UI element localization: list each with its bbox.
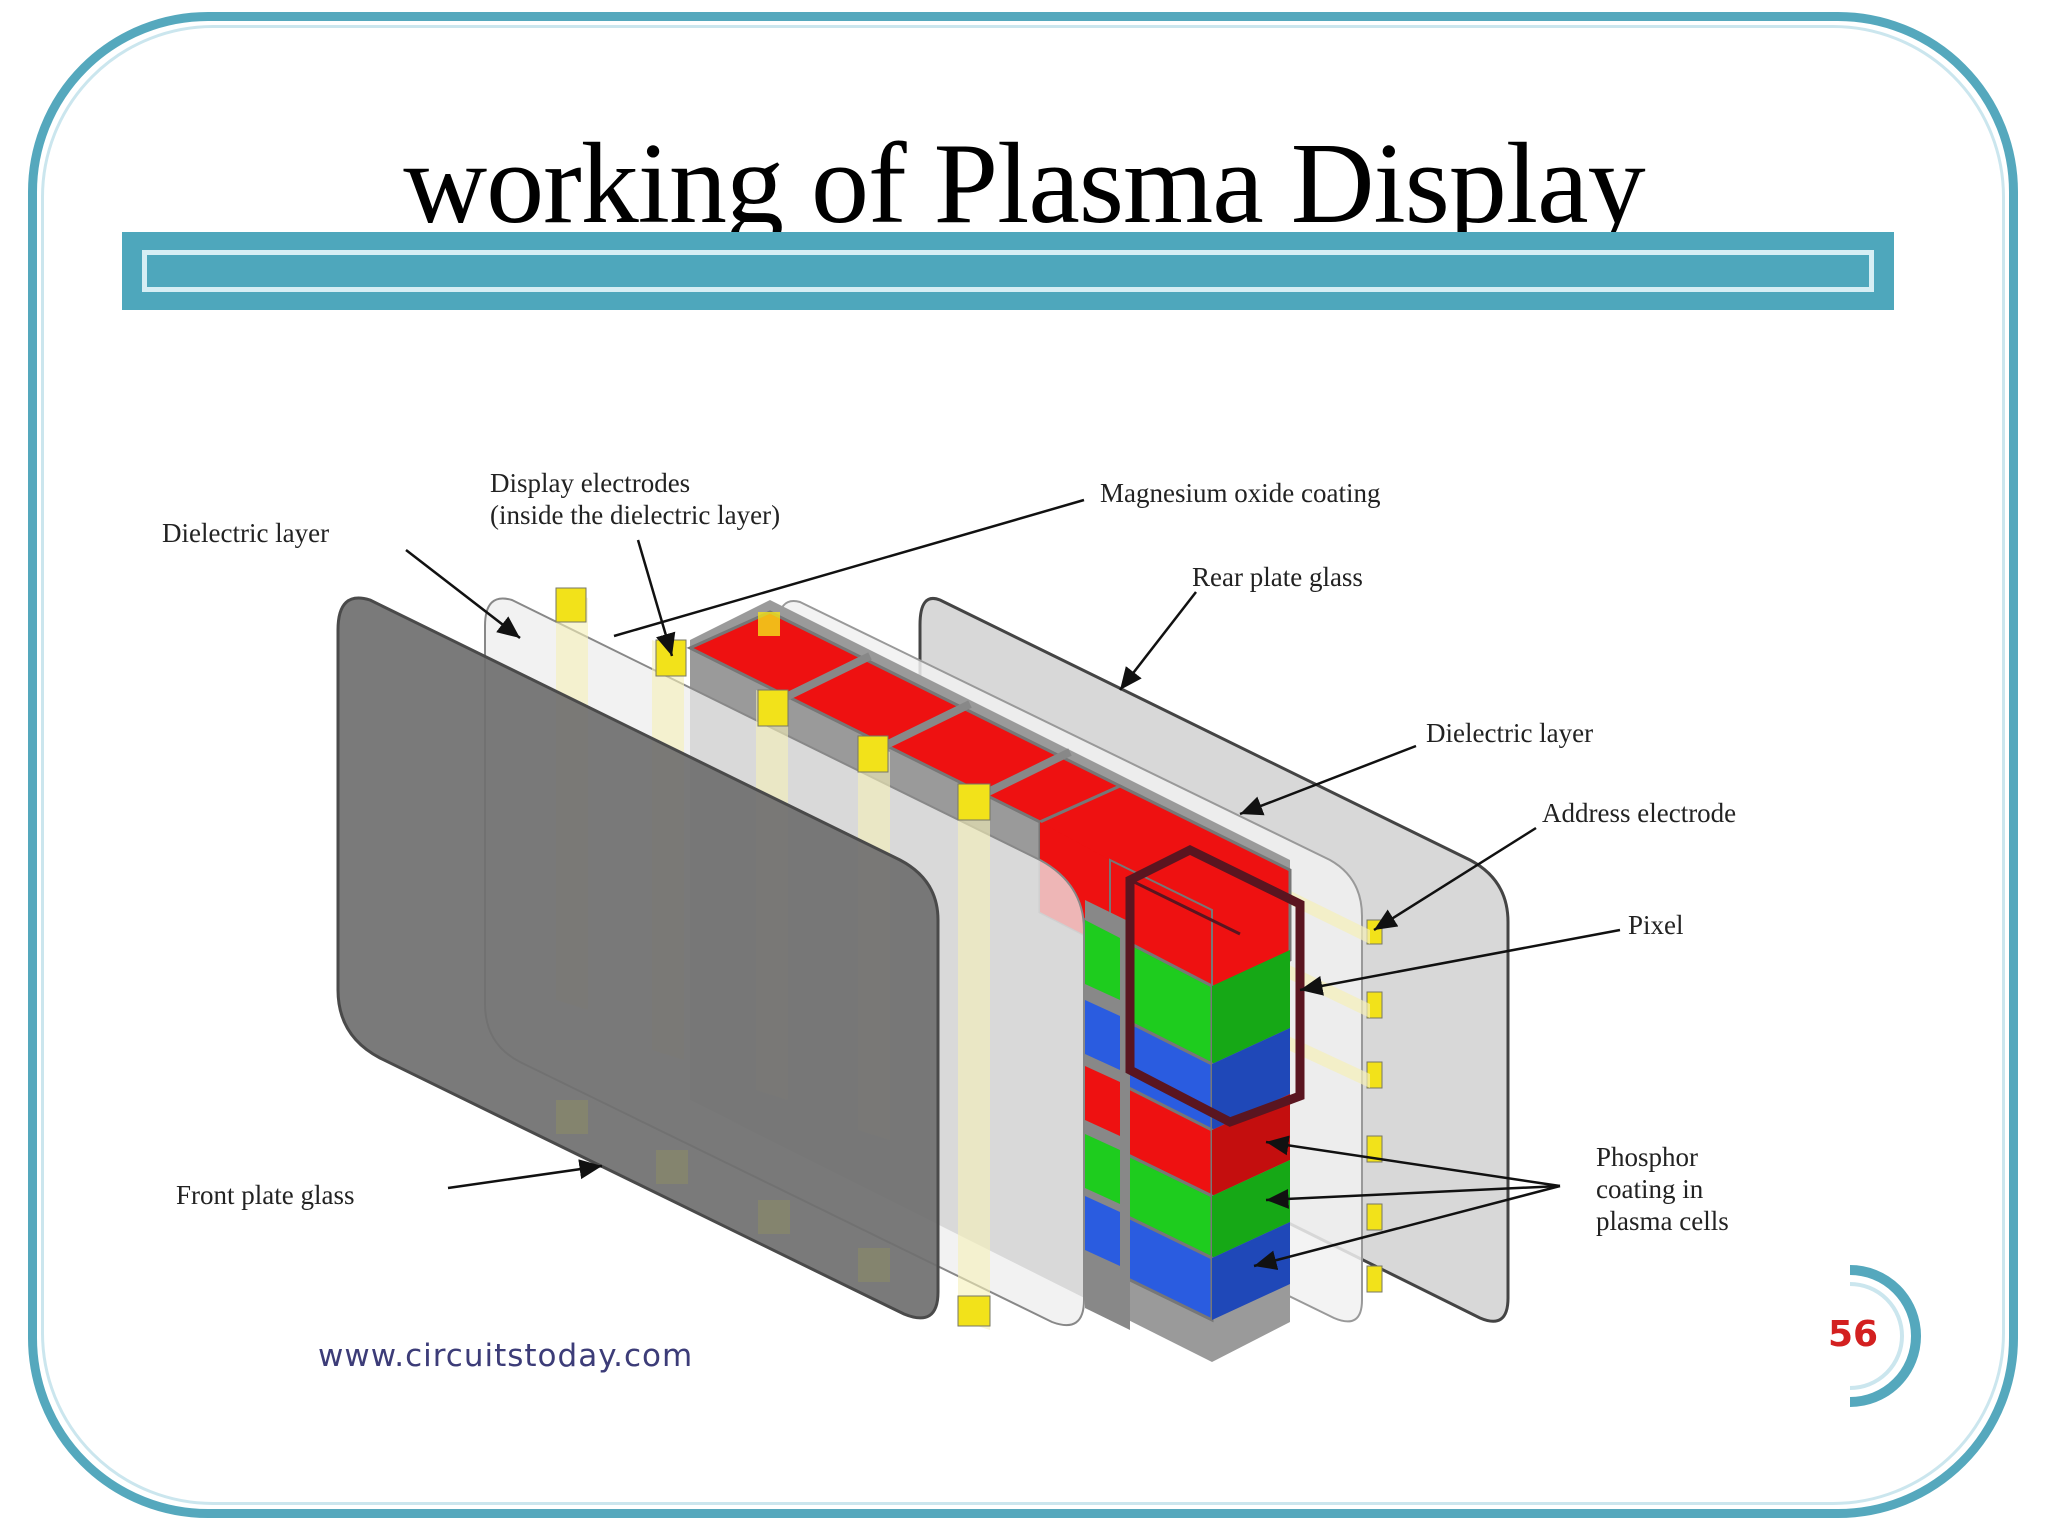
leader-lines (405, 498, 1621, 1270)
label-dielectric-layer-front: Dielectric layer (162, 518, 329, 548)
front-plate-glass (336, 596, 940, 1320)
label-phosphor: Phosphor (1596, 1142, 1698, 1172)
source-url: www.circuitstoday.com (318, 1338, 693, 1374)
label-display-electrodes: Display electrodes (490, 468, 690, 498)
label-address-electrode: Address electrode (1542, 798, 1736, 828)
page-number-badge (1849, 1265, 1921, 1407)
pixel-outline (1125, 844, 1305, 1127)
label-front-plate-glass: Front plate glass (176, 1180, 354, 1210)
slide-frame (28, 12, 2018, 1518)
label-pixel: Pixel (1628, 910, 1684, 940)
label-plasma-cells: plasma cells (1596, 1206, 1729, 1236)
label-magnesium-oxide: Magnesium oxide coating (1100, 478, 1380, 508)
slide-title: working of Plasma Display (403, 120, 1645, 248)
title-underline-bar (122, 232, 1894, 310)
label-phosphor-coating: coating in (1596, 1174, 1704, 1204)
label-dielectric-layer-rear: Dielectric layer (1426, 718, 1593, 748)
label-display-electrodes-note: (inside the dielectric layer) (490, 500, 780, 530)
page-number: 56 (1828, 1314, 1879, 1355)
label-rear-plate-glass: Rear plate glass (1192, 562, 1363, 592)
